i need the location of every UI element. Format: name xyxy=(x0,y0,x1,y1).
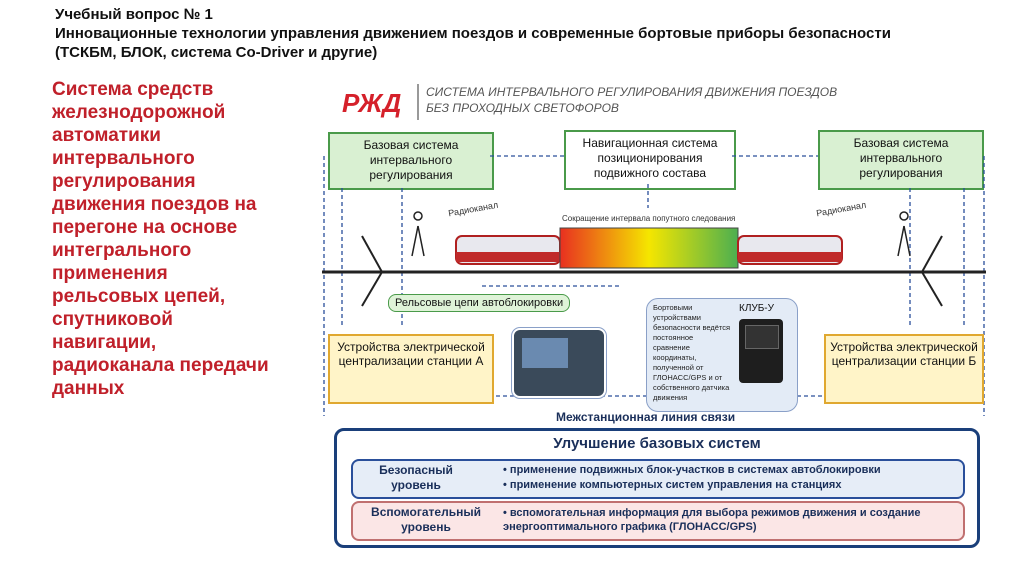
safe-level-row: Безопасный уровень • применение подвижны… xyxy=(351,459,965,499)
aux-bullet-1: • вспомогательная информация для выбора … xyxy=(503,507,921,533)
lesson-question-subtitle: Инновационные технологии управления движ… xyxy=(55,25,891,61)
safe-bullet-2: • применение компьютерных систем управле… xyxy=(503,479,842,491)
station-a-label: Устройства электрической централизации с… xyxy=(337,340,485,368)
aux-level-row: Вспомогательный уровень • вспомогательна… xyxy=(351,501,965,541)
station-b-label: Устройства электрической централизации с… xyxy=(830,340,978,368)
safe-bullet-1: • применение подвижных блок-участков в с… xyxy=(503,464,881,476)
navigation-system: Навигационная система позиционирования п… xyxy=(564,130,736,190)
base-system-left-label: Базовая система интервального регулирова… xyxy=(363,138,459,182)
klub-device xyxy=(739,319,783,383)
interval-label: Сокращение интервала попутного следовани… xyxy=(562,214,736,223)
aux-level-label: Вспомогательный уровень xyxy=(371,505,481,534)
safe-bullet-1-text: применение подвижных блок-участков в сис… xyxy=(509,464,881,476)
onboard-text: Бортовыми устройствами безопасности ведё… xyxy=(653,303,731,402)
base-system-left: Базовая система интервального регулирова… xyxy=(328,132,494,190)
station-a: Устройства электрической централизации с… xyxy=(328,334,494,404)
rail-circuits-text: Рельсовые цепи автоблокировки xyxy=(395,297,564,309)
station-b: Устройства электрической централизации с… xyxy=(824,334,984,404)
diagram-title-2: БЕЗ ПРОХОДНЫХ СВЕТОФОРОВ xyxy=(426,101,619,115)
rzd-logo: РЖД xyxy=(340,86,418,120)
improvement-title: Улучшение базовых систем xyxy=(553,435,761,452)
improvement-panel: Улучшение базовых систем Безопасный уров… xyxy=(334,428,980,548)
safe-level-label: Безопасный уровень xyxy=(379,463,453,492)
klub-label: КЛУБ-У xyxy=(739,303,774,314)
lesson-question-title: Учебный вопрос № 1 xyxy=(55,6,213,23)
onboard-callout: Бортовыми устройствами безопасности ведё… xyxy=(646,298,798,412)
interval-regulation-diagram: РЖД СИСТЕМА ИНТЕРВАЛЬНОГО РЕГУЛИРОВАНИЯ … xyxy=(322,76,986,548)
logo-divider xyxy=(417,84,419,120)
photo-monitor xyxy=(522,338,568,368)
diagram-title-1: СИСТЕМА ИНТЕРВАЛЬНОГО РЕГУЛИРОВАНИЯ ДВИЖ… xyxy=(426,85,838,99)
navigation-system-label: Навигационная система позиционирования п… xyxy=(582,136,718,180)
aux-bullet-1-text: вспомогательная информация для выбора ре… xyxy=(503,507,921,533)
rzd-logo-text: РЖД xyxy=(342,88,401,118)
base-system-right-label: Базовая система интервального регулирова… xyxy=(853,136,949,180)
klub-screen xyxy=(745,325,779,349)
safe-bullet-2-text: применение компьютерных систем управлени… xyxy=(509,479,842,491)
interstation-line-label: Межстанционная линия связи xyxy=(556,410,736,424)
operator-photo xyxy=(512,328,606,398)
system-description: Система средств железнодорожной автомати… xyxy=(52,79,269,399)
base-system-right: Базовая система интервального регулирова… xyxy=(818,130,984,190)
rail-circuits-label: Рельсовые цепи автоблокировки xyxy=(388,294,571,312)
